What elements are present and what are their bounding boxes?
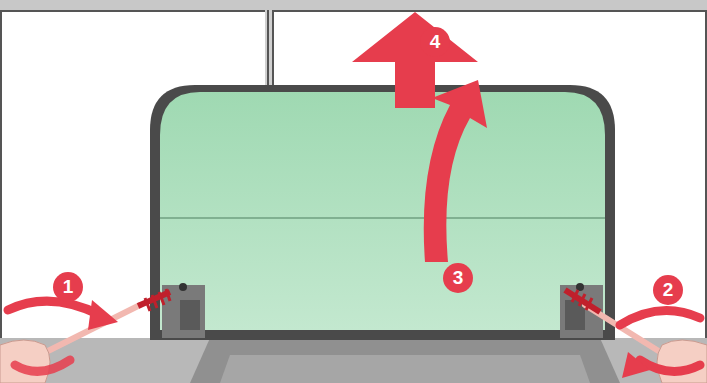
screw-hole xyxy=(179,283,187,291)
rotation-arrow xyxy=(8,301,100,315)
top-bar xyxy=(0,0,707,10)
side-block xyxy=(162,285,205,338)
callout-number: 4 xyxy=(420,27,450,57)
frame-line xyxy=(0,10,707,12)
printer-cover xyxy=(160,92,605,330)
arrow-head xyxy=(88,300,118,330)
cover-rim xyxy=(150,85,615,340)
frame-line xyxy=(705,10,707,383)
callout-number: 3 xyxy=(443,263,473,293)
side-block-slot xyxy=(180,300,200,330)
side-block-slot xyxy=(565,300,585,330)
screw xyxy=(138,289,170,311)
rotation-arrow xyxy=(620,310,700,325)
callout-number: 2 xyxy=(653,275,683,305)
base-center xyxy=(190,338,620,383)
printer-base xyxy=(0,338,707,383)
callout-text: 2 xyxy=(663,279,674,300)
callout-text: 4 xyxy=(430,31,441,52)
up-arrow xyxy=(352,12,478,108)
frame-line xyxy=(0,10,2,383)
callout-number: 1 xyxy=(53,272,83,302)
hand xyxy=(0,340,50,383)
base-slot xyxy=(220,355,590,383)
arrow-head xyxy=(622,352,650,378)
cover-seam xyxy=(160,217,605,219)
screw xyxy=(565,290,600,312)
rotation-arrow xyxy=(15,360,70,371)
callout-text: 1 xyxy=(63,276,74,297)
side-block xyxy=(560,285,603,338)
callout-text: 3 xyxy=(453,267,464,288)
